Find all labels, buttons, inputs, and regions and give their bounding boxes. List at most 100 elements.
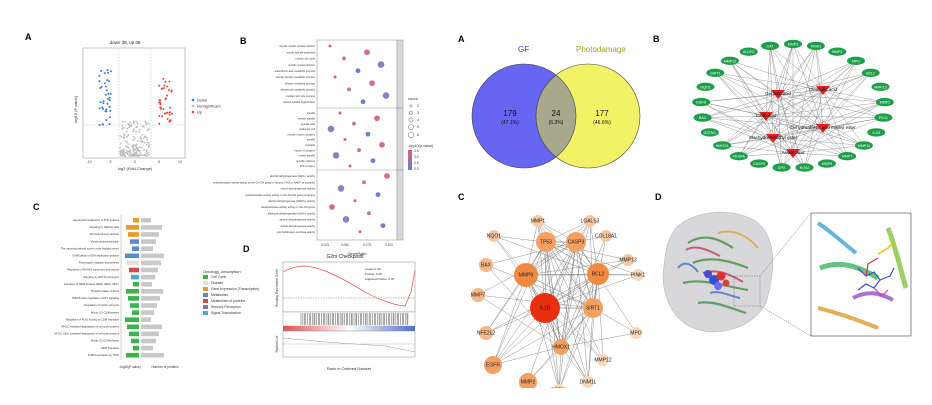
dotplot-term: spindle — [307, 138, 316, 142]
dotplot-term: retinol dehydrogenase activity — [281, 187, 316, 191]
reactome-legend-swatch — [203, 311, 208, 315]
network-c-edge — [492, 274, 527, 366]
network-b-edge — [822, 72, 871, 129]
network-c-node — [532, 215, 544, 227]
volcano-point — [122, 126, 125, 129]
docking-panel: D — [655, 192, 912, 337]
network-c-node — [583, 298, 603, 318]
network-c-node — [584, 215, 596, 227]
dotplot-xtick: 0.075 — [363, 243, 371, 247]
reactome-count-bar — [141, 296, 160, 301]
venn-left-label: GF — [518, 45, 529, 54]
volcano-point-down — [106, 69, 109, 72]
network-b-edge — [722, 145, 794, 154]
volcano-point — [132, 139, 134, 142]
dotplot-term: oxidoreductase activity acting on the CH… — [245, 193, 316, 197]
volcano-point-up — [167, 89, 170, 92]
gsea-running-score — [282, 265, 416, 307]
network-c-node — [553, 339, 569, 355]
network-b-target-label: NQO1 — [700, 85, 710, 89]
network-b-target-node — [847, 56, 865, 65]
network-c-label: PINK1 — [631, 273, 646, 279]
volcano-point — [141, 125, 144, 127]
network-b-edge — [738, 89, 824, 157]
dotplot-legend-color: 3.0 — [414, 155, 419, 159]
network-b-target-label: MMP7 — [842, 155, 852, 159]
volcano-point-down — [103, 82, 106, 85]
reactome-term: G2/M Transition — [101, 346, 120, 350]
volcano-title: down 38, up 38 — [110, 40, 141, 45]
network-b-compound-node — [759, 112, 773, 121]
network-c-label: BAX — [481, 263, 492, 269]
network-b-edge — [777, 60, 857, 95]
dotplot-point — [328, 44, 332, 48]
reactome-term: Regulation of RUNX3 expression and activ… — [67, 268, 119, 272]
reactome-legend-label: Cell Cycle — [211, 275, 226, 279]
reactome-legend-label: Metabolism of proteins — [211, 299, 245, 303]
volcano-point — [132, 129, 135, 131]
network-c-label: LGALS3 — [581, 219, 600, 225]
dotplot-term: alcohol dehydrogenase (NADP+) activity — [268, 199, 315, 203]
zoom-box — [733, 275, 761, 307]
network-b-target-node — [784, 39, 802, 49]
volcano-point — [148, 144, 151, 147]
reactome-legend-label: Disease — [211, 281, 223, 285]
network-b-target-label: VEGFA — [733, 155, 746, 159]
volcano-point-down — [98, 123, 101, 126]
volcano-point — [139, 152, 142, 155]
panel-letter-d2: D — [655, 192, 662, 202]
volcano-point — [119, 135, 122, 137]
network-b-edge — [822, 60, 857, 91]
volcano-point — [136, 122, 139, 125]
network-b-target-node — [806, 41, 825, 51]
volcano-point — [135, 120, 138, 123]
dotplot-point — [370, 158, 376, 164]
dotplot-term: PcP complex — [300, 164, 316, 168]
volcano-point — [144, 155, 147, 157]
volcano-point-up — [158, 114, 161, 117]
network-c-node — [530, 293, 560, 323]
network-b-edge — [715, 72, 824, 91]
venn-left-count: 179 — [503, 109, 517, 118]
network-c-label: CASP3 — [568, 240, 585, 246]
network-c-edge — [545, 241, 589, 383]
network-b-target-node — [772, 163, 791, 172]
network-b-target-node — [721, 56, 739, 65]
gsea-ylabel-bottom: Ranked List — [275, 335, 279, 352]
reactome-legend-title: Ontology_description — [203, 269, 241, 274]
reactome-legend-label: Metabolism — [211, 293, 229, 297]
reactome-count-bar — [141, 218, 151, 223]
dotplot-term: retinal dehydrogenase activity — [281, 224, 316, 228]
network-b-compound-label: Oleanolic acid — [809, 87, 838, 92]
network-c-edge — [544, 274, 639, 309]
network-b-edge — [772, 137, 864, 146]
reactome-count-bar — [141, 310, 154, 315]
volcano-point — [141, 146, 143, 149]
network-b-edge — [772, 137, 848, 157]
network-b-edge — [792, 152, 848, 157]
volcano-point — [120, 142, 122, 145]
volcano-point — [126, 141, 128, 144]
network-b-target-label: BAX — [699, 116, 707, 120]
network-c-label: MMP13 — [619, 258, 636, 264]
network-b-edge — [769, 45, 774, 139]
reactome-term: Asymmetric localization of PCP proteins — [73, 218, 120, 222]
dotplot-point — [382, 92, 390, 99]
panel-letter-a2: A — [458, 34, 465, 44]
venn-right-label: Photodamage — [576, 45, 626, 54]
volcano-point — [139, 136, 142, 138]
venn-right-count: 177 — [595, 109, 609, 118]
volcano-points — [98, 69, 173, 157]
network-b-compound-label: Asiatic acid — [782, 150, 805, 155]
network-b-target-label: MMP11 — [858, 144, 870, 148]
network-c-edge — [558, 273, 599, 391]
volcano-point — [121, 120, 124, 123]
dotplot-term: alcohol dehydrogenase (NAD+) activity — [270, 174, 316, 178]
network-b-edge — [777, 93, 885, 103]
network-b-edge — [738, 127, 824, 157]
dotplot-point — [374, 115, 380, 122]
volcano-point-down — [109, 109, 112, 112]
network-c-label: MPO — [630, 331, 642, 337]
reactome-bar — [132, 310, 139, 315]
reactome-bar — [129, 331, 139, 337]
